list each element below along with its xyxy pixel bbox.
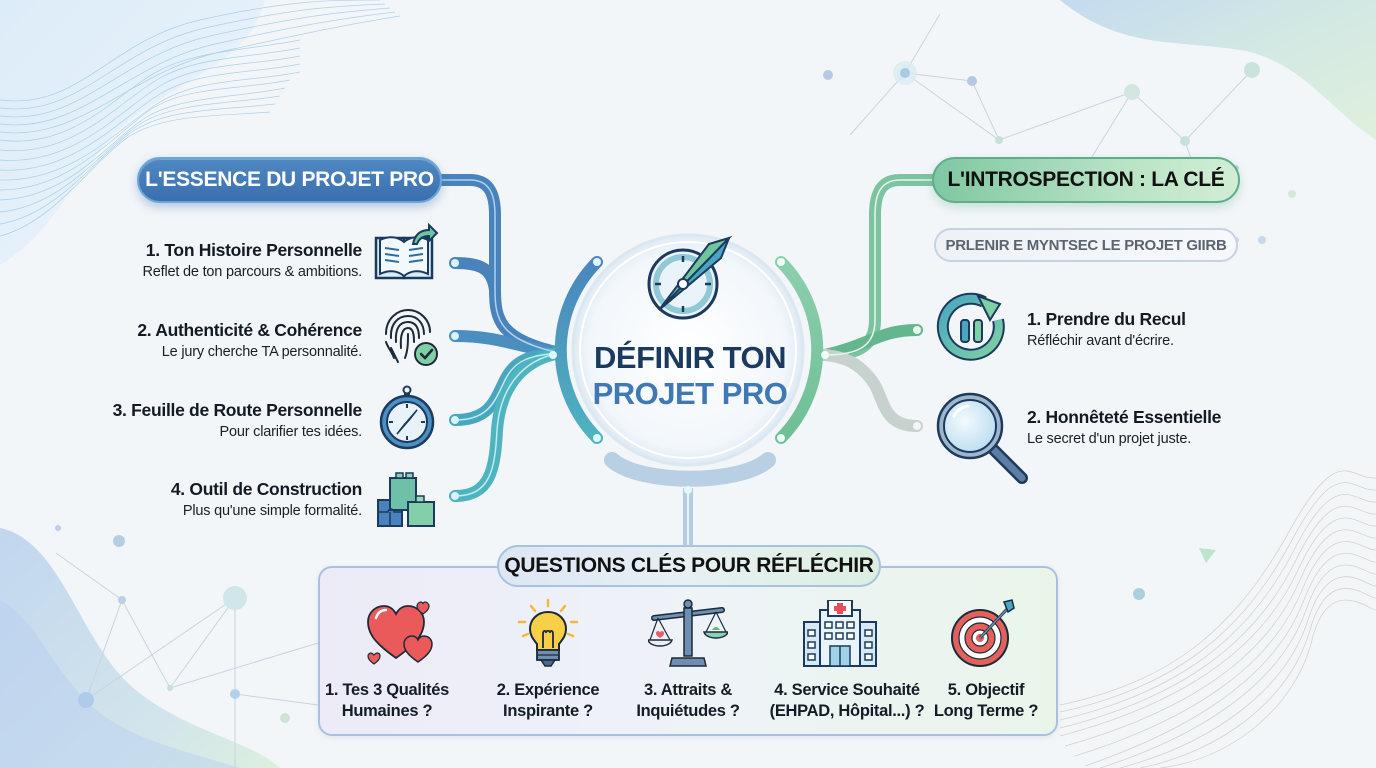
question-item-2: 2. Expérience Inspirante ? xyxy=(468,680,628,722)
question-line1: 1. Tes 3 Qualités xyxy=(325,681,449,699)
item-subtitle: Le secret d'un projet juste. xyxy=(1027,431,1192,447)
question-line2: (EHPAD, Hôpital...) ? xyxy=(769,702,925,720)
right-item-1: 1. Prendre du Recul Réfléchir avant d'éc… xyxy=(1027,309,1186,349)
item-subtitle: Le jury cherche TA personnalité. xyxy=(161,344,362,360)
question-item-5: 5. Objectif Long Terme ? xyxy=(906,680,1066,722)
question-line2: Humaines ? xyxy=(341,702,433,720)
left-item-3: 3. Feuille de Route Personnelle Pour cla… xyxy=(112,400,363,440)
left-item-1: 1. Ton Histoire Personnelle Reflet de to… xyxy=(142,240,363,280)
question-item-3: 3. Attraits & Inquiétudes ? xyxy=(608,680,768,722)
left-item-2: 2. Authenticité & Cohérence Le jury cher… xyxy=(137,320,362,360)
hospital-icon xyxy=(802,599,878,668)
question-line1: 5. Objectif xyxy=(947,681,1025,699)
item-title: 1. Prendre du Recul xyxy=(1027,309,1186,329)
building-blocks-icon xyxy=(374,468,438,530)
item-title: 2. Honnêteté Essentielle xyxy=(1027,407,1222,427)
item-subtitle: Pour clarifier tes idées. xyxy=(219,424,363,440)
balance-scale-icon xyxy=(647,598,729,668)
item-subtitle: Reflet de ton parcours & ambitions. xyxy=(142,264,363,280)
right-branch-subheader: PRLENIR E MYNTSEC LE PROJET GIIRB xyxy=(934,228,1238,262)
hearts-icon xyxy=(366,598,436,668)
item-title: 1. Ton Histoire Personnelle xyxy=(145,240,363,260)
right-item-2: 2. Honnêteté Essentielle Le secret d'un … xyxy=(1027,407,1221,447)
left-item-4: 4. Outil de Construction Plus qu'une sim… xyxy=(171,479,362,519)
center-title-line2: PROJET PRO xyxy=(592,376,788,411)
question-line2: Inquiétudes ? xyxy=(636,702,740,720)
center-title-line1: DÉFINIR TON xyxy=(594,340,787,375)
pause-cycle-icon xyxy=(934,290,1010,366)
question-item-4: 4. Service Souhaité (EHPAD, Hôpital...) … xyxy=(762,680,932,722)
item-title: 2. Authenticité & Cohérence xyxy=(137,320,362,340)
open-book-icon xyxy=(373,222,439,284)
item-subtitle: Réfléchir avant d'écrire. xyxy=(1027,333,1174,349)
item-title: 3. Feuille de Route Personnelle xyxy=(112,400,363,420)
item-subtitle: Plus qu'une simple formalité. xyxy=(182,503,362,519)
bottom-branch-header: QUESTIONS CLÉS POUR RÉFLÉCHIR xyxy=(497,545,881,587)
target-arrow-icon xyxy=(950,598,1018,670)
left-branch-header: L'ESSENCE DU PROJET PRO xyxy=(137,157,442,203)
question-line1: 4. Service Souhaité xyxy=(774,681,920,699)
lightbulb-icon xyxy=(515,598,581,670)
question-line1: 2. Expérience xyxy=(496,681,600,699)
magnifying-glass-icon xyxy=(934,390,1028,484)
fingerprint-check-icon xyxy=(378,306,440,368)
compass-arrow-icon xyxy=(643,230,739,326)
item-title: 4. Outil de Construction xyxy=(170,479,362,499)
center-title: DÉFINIR TON PROJET PRO xyxy=(575,340,805,412)
question-line1: 3. Attraits & xyxy=(643,681,733,699)
question-item-1: 1. Tes 3 Qualités Humaines ? xyxy=(307,680,467,722)
question-line2: Long Terme ? xyxy=(933,702,1039,720)
question-line2: Inspirante ? xyxy=(503,702,593,720)
compass-icon xyxy=(377,384,437,450)
right-branch-header: L'INTROSPECTION : LA CLÉ xyxy=(932,157,1240,203)
